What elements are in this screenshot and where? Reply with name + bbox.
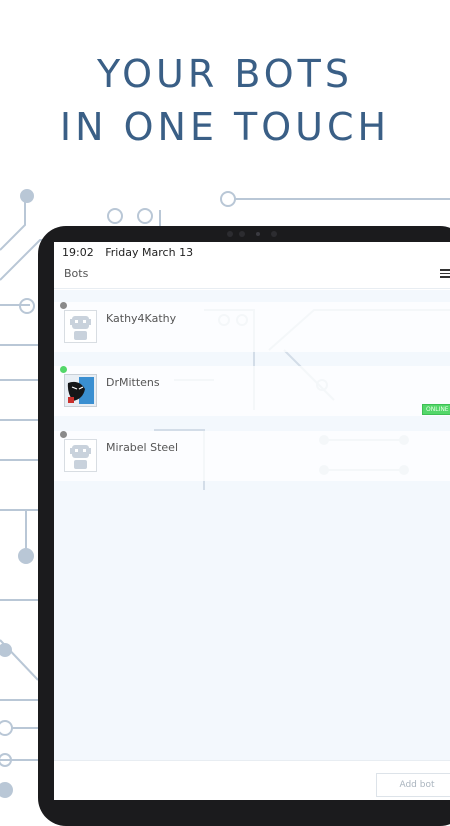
bot-list-area[interactable]: Kathy4Kathy DrMittens ONLINE (54, 290, 450, 760)
hamburger-icon[interactable] (440, 267, 450, 280)
headline: YOUR BOTS IN ONE TOUCH (0, 48, 450, 154)
status-date: Friday March 13 (105, 246, 194, 259)
robot-avatar-icon (64, 439, 97, 472)
app-screen: 19:02 Friday March 13 Bots (54, 242, 450, 800)
camera-icon (227, 231, 277, 237)
headline-line-1: YOUR BOTS (97, 52, 353, 96)
headline-line-2: IN ONE TOUCH (59, 105, 391, 149)
status-badge: ONLINE (422, 404, 450, 415)
add-bot-button[interactable]: Add bot (376, 773, 450, 797)
status-online-icon (60, 366, 67, 373)
cat-photo-avatar (64, 374, 97, 407)
status-offline-icon (60, 302, 67, 309)
app-header: Bots (54, 264, 450, 289)
status-bar: 19:02 Friday March 13 (54, 242, 450, 264)
status-time: 19:02 (62, 246, 94, 259)
robot-avatar-icon (64, 310, 97, 343)
status-offline-icon (60, 431, 67, 438)
page-title: Bots (64, 267, 89, 280)
bottom-bar: Add bot (54, 760, 450, 800)
list-item[interactable]: DrMittens ONLINE (54, 366, 450, 416)
list-item[interactable]: Kathy4Kathy (54, 302, 450, 352)
bot-name: DrMittens (106, 376, 160, 389)
list-item[interactable]: Mirabel Steel (54, 431, 450, 481)
bot-name: Kathy4Kathy (106, 312, 177, 325)
bot-name: Mirabel Steel (106, 441, 178, 454)
circuit-background (0, 189, 450, 798)
